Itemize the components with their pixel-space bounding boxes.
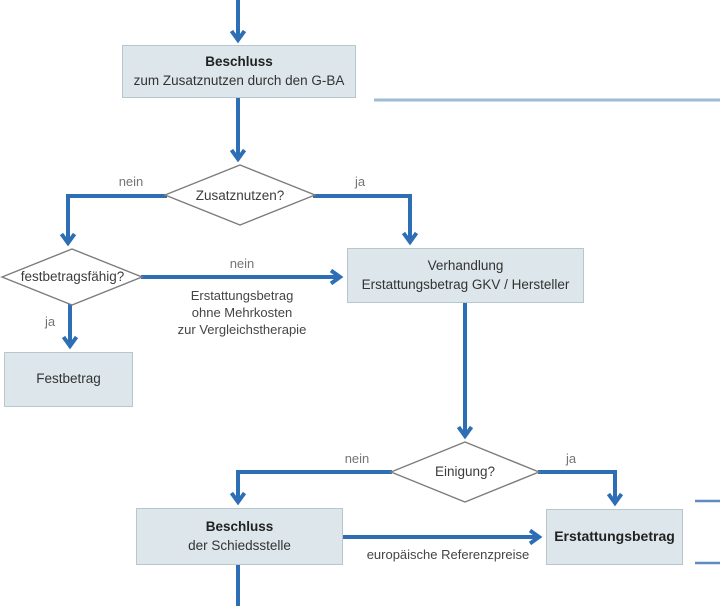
edge-label-festbetragsfaehig-ja: ja [44,314,56,329]
node-gba-decision-subtitle: zum Zusatznutzen durch den G-BA [133,72,345,88]
node-erstattungsbetrag-label: Erstattungsbetrag [554,528,675,545]
edge-label-zusatznutzen-nein: nein [118,174,144,189]
edge-label-einigung-nein: nein [344,451,370,466]
node-schiedsstelle-title: Beschluss [205,518,274,534]
node-erstattungsbetrag: Erstattungsbetrag [546,509,683,565]
edge-einigung-nein [229,470,392,506]
decision-zusatznutzen-shape [163,164,317,226]
node-gba-decision-title: Beschluss [205,53,273,69]
edge-zusatznutzen-nein [59,194,167,247]
node-verhandlung-line2: Erstattungsbetrag GKV / Hersteller [361,276,570,292]
decision-einigung-label: Einigung? [434,464,496,479]
node-festbetrag: Festbetrag [4,352,133,407]
decision-zusatznutzen-label: Zusatznutzen? [195,188,285,203]
flow-edges [59,0,624,606]
edge-zusatznutzen-ja [313,194,419,246]
note-no-extra-cost: Erstattungsbetrag ohne Mehrkosten zur Ve… [152,287,332,338]
note-reference-prices: europäische Referenzpreise [366,547,530,562]
node-verhandlung-line1: Verhandlung [427,257,504,273]
note-no-extra-cost-line2: ohne Mehrkosten [191,305,293,320]
node-schiedsstelle-subtitle: der Schiedsstelle [188,537,291,553]
node-schiedsstelle: Beschluss der Schiedsstelle [136,508,343,565]
decision-festbetragsfaehig-shape [0,248,144,306]
node-festbetrag-label: Festbetrag [36,371,101,387]
decision-einigung-shape [389,441,541,503]
node-gba-decision: Beschluss zum Zusatznutzen durch den G-B… [122,45,356,98]
edge-label-zusatznutzen-ja: ja [354,174,366,189]
note-no-extra-cost-line1: Erstattungsbetrag [190,288,294,303]
edge-einigung-ja [538,470,624,507]
decision-festbetragsfaehig-label: festbetragsfähig? [20,269,125,284]
edge-label-einigung-ja: ja [565,451,577,466]
note-no-extra-cost-line3: zur Vergleichstherapie [177,322,307,337]
edge-label-festbetragsfaehig-nein: nein [229,256,255,271]
node-verhandlung: Verhandlung Erstattungsbetrag GKV / Hers… [347,248,584,303]
